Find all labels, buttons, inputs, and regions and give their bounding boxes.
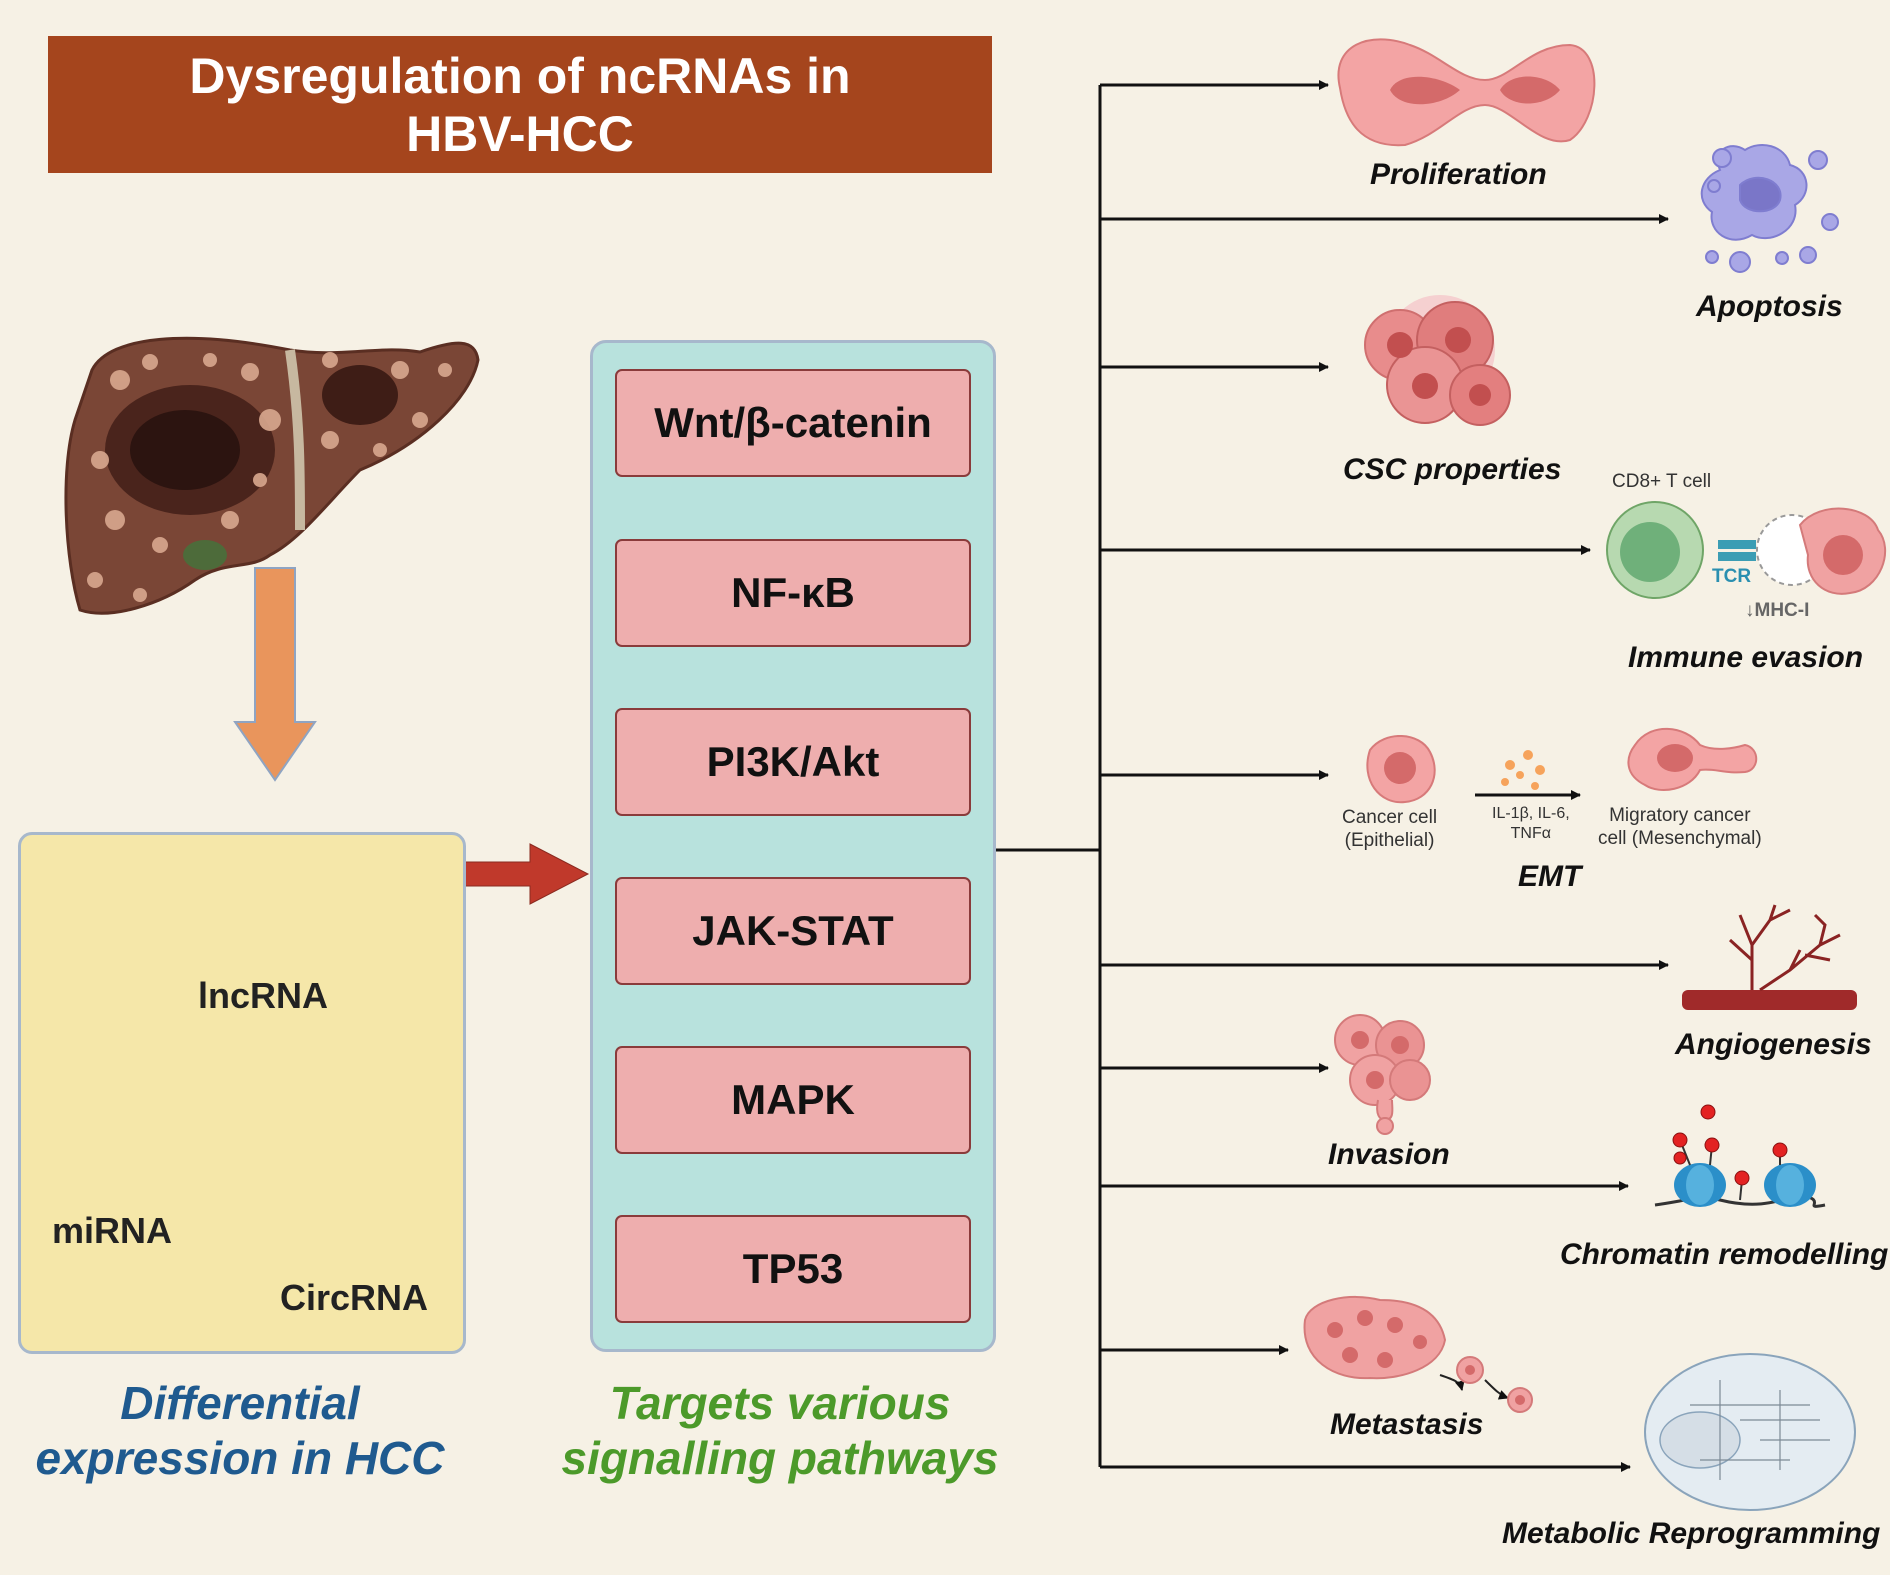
outcome-invasion: Invasion — [1328, 1138, 1450, 1171]
signalling-pathways-panel: Wnt/β-catenin NF-κB PI3K/Akt JAK-STAT MA… — [590, 340, 996, 1352]
metabolic-illustration — [1644, 1353, 1856, 1511]
pathway-jakstat: JAK-STAT — [615, 877, 971, 985]
liver-illustration — [64, 336, 480, 615]
pathway-mapk: MAPK — [615, 1046, 971, 1154]
cancer-cell-label-1: Cancer cell — [1342, 807, 1438, 828]
pathway-pi3k: PI3K/Akt — [615, 708, 971, 816]
proliferation-illustration — [1337, 38, 1596, 147]
migratory-cell-label-2: cell (Mesenchymal) — [1598, 828, 1762, 849]
cytokines-label: IL-1β, IL-6, TNFα — [1492, 804, 1570, 844]
cancer-cell-label: Cancer cell (Epithelial) — [1342, 806, 1437, 852]
migratory-cell-label: Migratory cancer cell (Mesenchymal) — [1598, 804, 1762, 850]
pathway-nfkb: NF-κB — [615, 539, 971, 647]
left-caption-line-1: Differential — [120, 1377, 360, 1429]
mhc-label: ↓MHC-I — [1745, 600, 1810, 621]
emt-illustration — [1366, 727, 1758, 804]
outcome-proliferation: Proliferation — [1370, 158, 1547, 191]
angiogenesis-illustration — [1682, 904, 1857, 1010]
csc-illustration — [1364, 295, 1511, 426]
outcome-emt: EMT — [1518, 860, 1582, 893]
outcome-chromatin: Chromatin remodelling — [1560, 1238, 1889, 1271]
invasion-illustration — [1334, 1014, 1431, 1135]
diagram-title: Dysregulation of ncRNAs in HBV-HCC — [48, 36, 992, 173]
middle-caption: Targets various signalling pathways — [555, 1376, 1005, 1486]
down-arrow-icon — [233, 567, 317, 782]
middle-caption-line-1: Targets various — [609, 1377, 951, 1429]
chromatin-illustration — [1654, 1104, 1826, 1208]
lncrna-label: lncRNA — [198, 975, 329, 1016]
outcome-angiogenesis: Angiogenesis — [1675, 1028, 1872, 1061]
outcome-apoptosis: Apoptosis — [1696, 290, 1843, 323]
immune-evasion-illustration — [1606, 501, 1887, 599]
title-line-2: HBV-HCC — [406, 105, 634, 162]
pathway-wnt: Wnt/β-catenin — [615, 369, 971, 477]
cytokines-label-2: TNFα — [1510, 825, 1552, 842]
circrna-label: CircRNA — [280, 1277, 429, 1318]
title-line-1: Dysregulation of ncRNAs in — [189, 47, 851, 104]
metastasis-illustration — [1303, 1296, 1533, 1413]
ncrna-types-panel — [18, 832, 466, 1354]
connector-lines — [992, 80, 1669, 1472]
tcr-label: TCR — [1712, 566, 1752, 587]
left-caption: Differential expression in HCC — [20, 1376, 460, 1486]
migratory-cell-label-1: Migratory cancer — [1609, 805, 1751, 826]
right-arrow-icon — [462, 843, 590, 905]
outcome-metabolic: Metabolic Reprogramming — [1502, 1517, 1881, 1550]
apoptosis-illustration — [1700, 144, 1839, 273]
middle-caption-line-2: signalling pathways — [561, 1432, 999, 1484]
outcome-immune-evasion: Immune evasion — [1628, 641, 1864, 674]
outcome-metastasis: Metastasis — [1330, 1408, 1484, 1441]
pathway-tp53: TP53 — [615, 1215, 971, 1323]
cancer-cell-label-2: (Epithelial) — [1344, 830, 1435, 851]
mirna-label: miRNA — [52, 1210, 173, 1251]
cytokines-label-1: IL-1β, IL-6, — [1492, 805, 1570, 822]
left-caption-line-2: expression in HCC — [35, 1432, 445, 1484]
tcell-label: CD8+ T cell — [1612, 471, 1712, 492]
outcome-csc: CSC properties — [1343, 453, 1562, 486]
